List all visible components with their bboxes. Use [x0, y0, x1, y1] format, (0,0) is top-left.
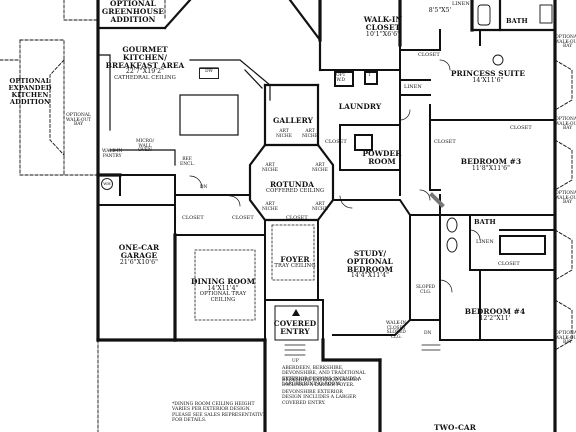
- walkout-bay-right1-label: OPTIONAL WALK-OUT BAY: [555, 35, 576, 50]
- down-garage-label: DN: [200, 185, 208, 190]
- closet-foyer-label: CLOSET: [286, 215, 308, 221]
- up-label: UP: [292, 359, 299, 364]
- walkin-pantry-label: WALK-IN PANTRY: [102, 149, 123, 159]
- rotunda-label: ROTUNDA COFFERED CEILING: [266, 180, 325, 194]
- bath-fixtures: [446, 4, 553, 253]
- closet-bedroom3-left-label: CLOSET: [434, 139, 456, 145]
- kitchen-addition-label: OPTIONAL EXPANDED KITCHEN ADDITION: [8, 77, 52, 106]
- closet-princess-label: CLOSET: [418, 52, 440, 58]
- walkin-closet-sloped-label: WALK-IN CLOSET SLOPED CLG.: [386, 321, 407, 340]
- top-walls: [96, 0, 557, 72]
- princess-suite-label: PRINCESS SUITE 14'X11'6": [450, 69, 526, 84]
- laundry-powder-walls: [319, 44, 401, 196]
- greenhouse-label: OPTIONAL GREENHOUSE ADDITION: [101, 0, 165, 24]
- walkout-bays: [554, 59, 573, 351]
- gallery-rotunda-walls: [248, 83, 335, 222]
- note-larger-dining: ABERDEEN, BERKSHIRE, DEVONSHIRE, AND TRA…: [282, 366, 366, 387]
- gallery-label: GALLERY: [273, 116, 313, 125]
- princess-suite-walls: [399, 29, 556, 191]
- study-walls: [332, 199, 556, 341]
- bedroom4-label: BEDROOM #4 12'2"X11': [464, 307, 526, 322]
- art-niche-1-label: ART NICHE: [276, 129, 292, 139]
- kitchen-label: GOURMET KITCHEN/ BREAKFAST AREA 22'7"X19…: [105, 45, 185, 81]
- art-niche-5-label: ART NICHE: [262, 202, 278, 212]
- foyer-label: FOYER TRAY CEILING: [274, 255, 316, 269]
- note-dining-ceiling: *DINING ROOM CEILING HEIGHT VARIES PER E…: [172, 402, 267, 423]
- down-right-label: DN: [424, 331, 432, 336]
- sloped-ceiling-label: SLOPED CLG.: [416, 285, 436, 295]
- washer-dryer-label: OPT W.D: [336, 73, 346, 83]
- powder-room-label: POWDER ROOM: [362, 149, 402, 166]
- garage-walls: [97, 174, 176, 236]
- walkout-bay-right4-label: OPTIONAL WALK-OUT BAY: [555, 331, 576, 346]
- art-niche-6-label: ART NICHE: [312, 202, 328, 212]
- top-bath-dimension: 8'5"X5': [428, 7, 452, 14]
- bedroom3-label: BEDROOM #3 11'8"X11'6": [460, 157, 522, 172]
- two-car-garage-label: TWO-CAR: [433, 423, 477, 432]
- door-swings: [189, 59, 481, 293]
- greenhouse-outline: [0, 0, 166, 61]
- art-niche-2-label: ART NICHE: [302, 129, 318, 139]
- laundry-label: LAUNDRY: [338, 102, 382, 111]
- walkout-bay-right2-label: OPTIONAL WALK-OUT BAY: [555, 117, 576, 132]
- entry-arrow-icon: [292, 309, 300, 316]
- entry-steps: [284, 344, 441, 356]
- closet-garage-label: CLOSET: [182, 215, 204, 221]
- ref-enclosure-label: REF. ENCL.: [180, 157, 195, 167]
- walkout-bay-left-label: OPTIONAL WALK-OUT BAY: [66, 113, 92, 128]
- kitchen-addition-outline: [19, 39, 101, 176]
- dining-room-label: DINING ROOM 14'X11'4" OPTIONAL TRAY CEIL…: [190, 277, 256, 303]
- linen-top-label: LINEN: [452, 1, 470, 7]
- laundry-tub-label: T: [368, 73, 371, 78]
- closet-center-label: CLOSET: [232, 215, 254, 221]
- micro-wall-oven-label: MICRO/ WALL OVEN: [136, 139, 154, 154]
- bath-mid-label: BATH: [474, 218, 496, 226]
- garage1-label: ONE-CAR GARAGE 21'6"X10'6": [118, 243, 160, 266]
- covered-entry-label: COVERED ENTRY: [273, 319, 317, 336]
- closet-bedroom3-right-label: CLOSET: [510, 125, 532, 131]
- dishwasher-box: DW: [199, 68, 219, 79]
- art-niche-3-label: ART NICHE: [262, 163, 278, 173]
- bedroom3-wall-accent: [429, 192, 445, 208]
- walkout-bay-right3-label: OPTIONAL WALK-OUT BAY: [555, 191, 576, 206]
- note-larger-foyer: BERKSHIRE EXTERIOR DESIGN INCLUDES A LAR…: [282, 378, 360, 389]
- closet-bedroom4-label: CLOSET: [498, 261, 520, 267]
- note-larger-covered-entry: DEVONSHIRE EXTERIOR DESIGN INCLUDES A LA…: [282, 390, 356, 406]
- bath-top-label: BATH: [506, 17, 528, 25]
- water-heater-symbol: WH: [101, 178, 113, 190]
- bedroom3-walls: [429, 189, 556, 271]
- linen-princess-label: LINEN: [404, 84, 422, 90]
- art-niche-4-label: ART NICHE: [312, 163, 328, 173]
- dining-foyer-walls: [174, 194, 324, 341]
- closet-powder-label: CLOSET: [325, 139, 347, 145]
- walkin-closet-label: WALK-IN CLOSET 10'1"X6'6": [363, 15, 403, 38]
- linen-mid-label: LINEN: [476, 239, 494, 245]
- study-label: STUDY/ OPTIONAL BEDROOM 14'4"X11'4": [346, 249, 394, 280]
